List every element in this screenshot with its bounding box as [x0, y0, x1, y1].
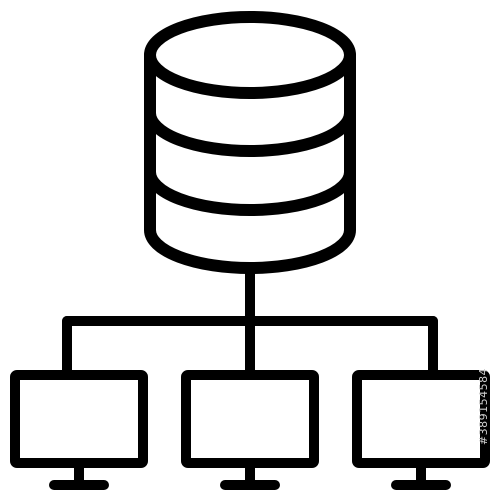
monitor-center-icon — [181, 370, 319, 490]
monitor-left-icon — [10, 370, 148, 490]
watermark-id: #389154584 — [476, 367, 490, 446]
network-connector-lines — [62, 263, 438, 380]
database-server-icon — [144, 11, 356, 274]
database-band-1 — [144, 107, 356, 157]
database-top-ellipse — [144, 11, 356, 99]
monitor-right-icon — [352, 370, 490, 490]
database-band-2 — [144, 166, 356, 216]
